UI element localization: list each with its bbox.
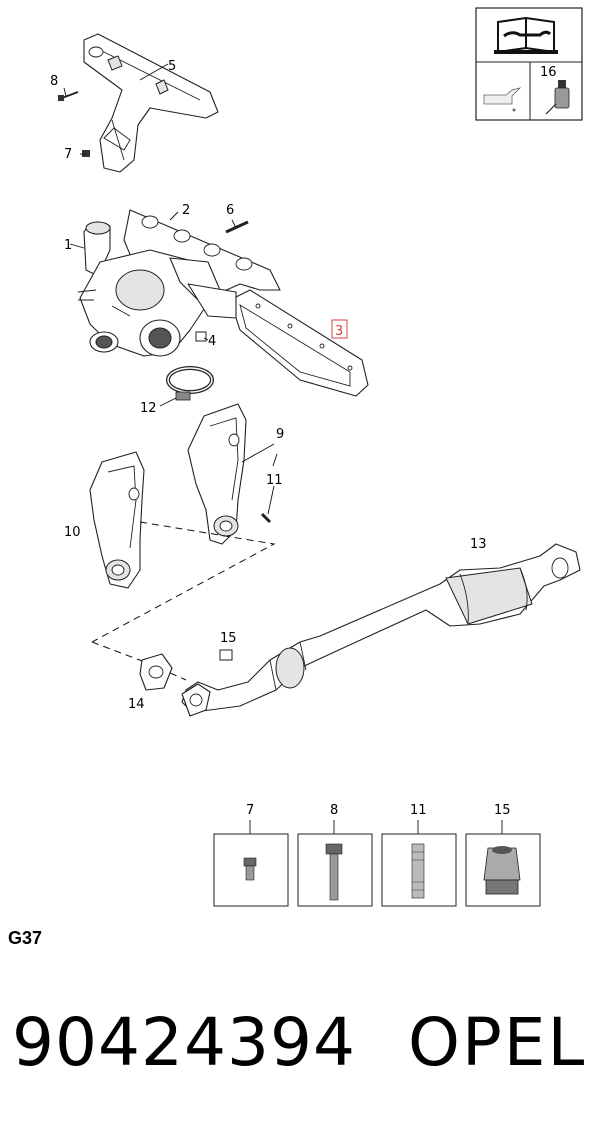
callout-15: 15 [220,631,237,646]
cylinder-head-gasket [229,289,369,397]
callout-5: 5 [168,59,176,74]
nut-15 [219,649,233,661]
sealant-bottle-icon [545,80,570,115]
info-box: 16 [475,7,583,121]
detail-box-11: 11 [381,803,457,907]
callout-6: 6 [226,203,234,218]
callout-13: 13 [470,537,487,552]
bolt-7 [82,150,90,157]
dashed-line-lower [91,641,187,681]
callout-11: 11 [266,473,283,488]
detail-box-8: 8 [297,803,373,907]
detail-box-7: 7 [213,803,289,907]
clamp-12 [166,366,214,401]
dashed-line-upper [91,521,276,643]
callout-10: 10 [64,525,81,540]
service-manual-icon [494,16,558,54]
detail-label-7: 7 [246,803,254,818]
turbocharger-assembly [77,221,237,357]
callout-8: 8 [50,74,58,89]
callout-4: 4 [208,334,216,349]
catalytic-converter-9 [187,403,247,545]
brand-name: OPEL [408,1004,587,1081]
callout-12: 12 [140,401,157,416]
diagram-code: G37 [8,928,43,948]
bolt-8 [58,91,79,101]
exploded-parts-diagram: 16 [50,7,583,907]
leader-lines [63,63,278,515]
callout-9: 9 [276,427,284,442]
stud-11 [260,512,272,524]
stud-6 [225,220,249,234]
nut-4 [195,331,207,342]
callout-14: 14 [128,697,145,712]
callout-7: 7 [64,147,72,162]
callout-16: 16 [540,65,557,80]
callout-2: 2 [182,203,190,218]
part-number: 90424394 [12,1004,356,1081]
heat-shield [83,33,219,173]
exhaust-pipe-13 [181,543,581,717]
detail-box-15: 15 [465,803,541,907]
catalytic-converter-10 [89,451,145,589]
callout-3: 3 [335,324,343,339]
callout-1: 1 [64,238,72,253]
detail-label-11: 11 [410,803,427,818]
oil-can-icon [483,87,522,112]
gasket-14 [139,653,173,691]
detail-label-15: 15 [494,803,511,818]
detail-label-8: 8 [330,803,338,818]
